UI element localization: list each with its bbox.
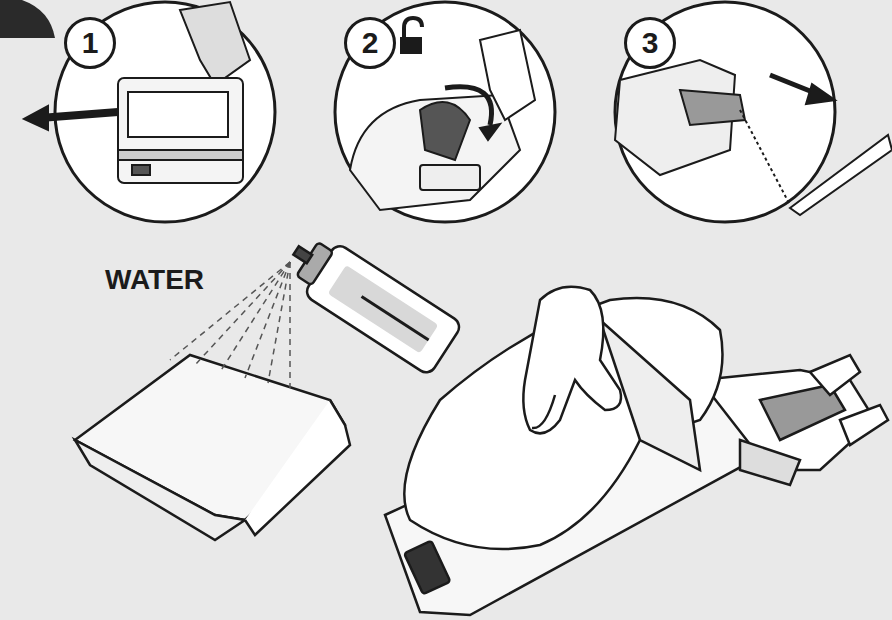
step-number-circle: 2 (344, 17, 396, 69)
step-number: 2 (362, 28, 379, 58)
blade-removal (615, 60, 892, 215)
hand-with-cloth (404, 287, 722, 549)
spray-can (278, 226, 463, 376)
step-panels (55, 2, 835, 222)
step-number-circle: 3 (624, 17, 676, 69)
step-number: 3 (642, 28, 659, 58)
liquid-label: WATER (105, 264, 204, 296)
cloth (75, 355, 350, 540)
step-number-circle: 1 (64, 17, 116, 69)
corner-tab (0, 0, 55, 38)
battery-removal (24, 2, 250, 183)
step-number: 1 (82, 28, 99, 58)
unlock-icon (400, 18, 422, 54)
